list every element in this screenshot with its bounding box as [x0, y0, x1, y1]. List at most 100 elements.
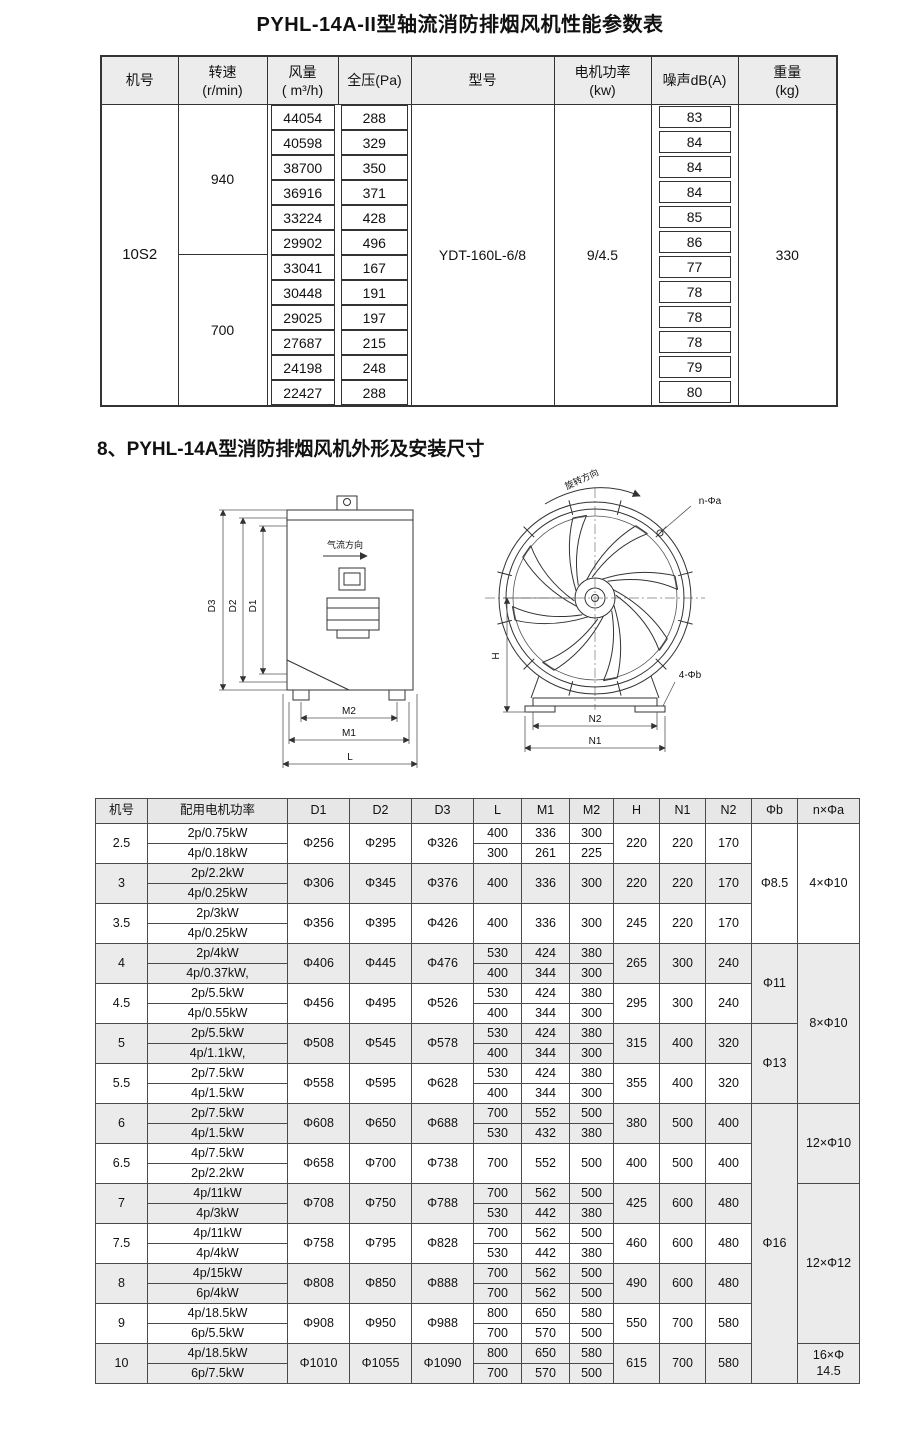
dim-col-header: N1 [659, 798, 706, 824]
page-title: PYHL-14A-II型轴流消防排烟风机性能参数表 [256, 14, 664, 36]
col-header-label: 风量 [288, 64, 317, 81]
noise-cell: 84 [651, 155, 738, 180]
dim-col-header: D3 [411, 798, 474, 824]
d1-cell: Φ508 [287, 1023, 350, 1064]
airflow-cell-value: 29902 [270, 229, 335, 255]
model-number-cell: 3.5 [95, 903, 148, 944]
motor-power-cell: 4p/0.37kW, [147, 963, 288, 984]
m1-cell: 336 [521, 903, 570, 944]
m2-cell: 300 [569, 1083, 614, 1104]
dim-m1-label: M1 [342, 728, 356, 739]
n1-cell: 400 [659, 1063, 706, 1104]
d2-cell: Φ295 [349, 823, 412, 864]
m2-cell: 500 [569, 1263, 614, 1284]
phi-b-cell: Φ11 [751, 943, 798, 1024]
d3-cell: Φ1090 [411, 1343, 474, 1384]
m2-cell: 300 [569, 1003, 614, 1024]
model-number-cell: 6 [95, 1103, 148, 1144]
m2-cell: 580 [569, 1343, 614, 1364]
m2-cell: 380 [569, 1063, 614, 1084]
l-cell: 400 [473, 963, 522, 984]
motor-power-cell: 2p/7.5kW [147, 1063, 288, 1084]
pressure-cell-value: 428 [341, 204, 408, 230]
l-cell: 530 [473, 1243, 522, 1264]
n2-cell: 480 [705, 1263, 752, 1304]
l-cell: 400 [473, 1043, 522, 1064]
noise-cell-value: 77 [658, 256, 731, 278]
n2-cell: 580 [705, 1303, 752, 1344]
d1-cell: Φ608 [287, 1103, 350, 1144]
foot-bolt-label: 4-Φb [679, 670, 702, 681]
m1-cell: 562 [521, 1263, 570, 1284]
m1-cell: 442 [521, 1243, 570, 1264]
n1-cell: 400 [659, 1023, 706, 1064]
pressure-cell: 428 [338, 204, 411, 230]
airflow-cell: 33224 [267, 204, 338, 230]
n1-cell: 220 [659, 903, 706, 944]
inlet-box [338, 567, 366, 591]
l-cell: 700 [473, 1143, 522, 1184]
noise-cell-value: 83 [658, 106, 731, 128]
installation-drawings: 气流方向 M2 M1 L D3 D2 D1 旋转方向 n-Φa 4-Φb H N… [207, 468, 722, 768]
pressure-cell-value: 496 [341, 229, 408, 255]
m1-cell: 562 [521, 1283, 570, 1304]
col-header-label: 电机功率 [574, 64, 631, 81]
n2-cell: 320 [705, 1063, 752, 1104]
n2-cell: 320 [705, 1023, 752, 1064]
col-header-label: (r/min) [202, 82, 243, 99]
airflow-cell-value: 24198 [270, 354, 335, 380]
col-header-label: (kw) [589, 82, 616, 99]
noise-cell: 78 [651, 280, 738, 305]
model-number-cell: 4.5 [95, 983, 148, 1024]
d3-cell: Φ526 [411, 983, 474, 1024]
n1-cell: 600 [659, 1223, 706, 1264]
weight-cell: 330 [737, 103, 838, 406]
l-cell: 700 [473, 1183, 522, 1204]
d2-cell: Φ950 [349, 1303, 412, 1344]
d2-cell: Φ495 [349, 983, 412, 1024]
col-header-weight: 重量 (kg) [737, 55, 838, 105]
h-cell: 245 [613, 903, 660, 944]
m2-cell: 500 [569, 1143, 614, 1184]
motor-power-cell: 4p/7.5kW [147, 1143, 288, 1164]
casing-outer-circle [498, 501, 692, 695]
n1-cell: 600 [659, 1263, 706, 1304]
pressure-cell: 288 [338, 104, 411, 130]
d1-cell: Φ256 [287, 823, 350, 864]
airflow-cell: 36916 [267, 179, 338, 205]
motor-power-cell: 4p/11kW [147, 1223, 288, 1244]
l-cell: 700 [473, 1103, 522, 1124]
m2-cell: 380 [569, 1123, 614, 1144]
col-header-model: 机号 [100, 55, 179, 105]
airflow-cell-value: 30448 [270, 279, 335, 305]
n2-cell: 400 [705, 1143, 752, 1184]
m2-cell: 500 [569, 1183, 614, 1204]
m2-cell: 500 [569, 1283, 614, 1304]
airflow-cell: 40598 [267, 129, 338, 155]
m2-cell: 380 [569, 1243, 614, 1264]
motor-power-cell: 2p/5.5kW [147, 983, 288, 1004]
d1-cell: Φ1010 [287, 1343, 350, 1384]
m1-cell: 570 [521, 1323, 570, 1344]
m1-cell: 562 [521, 1223, 570, 1244]
dim-h-label: H [491, 652, 502, 659]
pressure-cell-value: 329 [341, 129, 408, 155]
n1-cell: 500 [659, 1143, 706, 1184]
side-view-dimensions [219, 509, 418, 768]
noise-cell: 85 [651, 205, 738, 230]
h-cell: 220 [613, 863, 660, 904]
bolt-hole-label: n-Φa [699, 496, 722, 507]
n1-cell: 700 [659, 1303, 706, 1344]
m1-cell: 442 [521, 1203, 570, 1224]
d1-cell: Φ406 [287, 943, 350, 984]
